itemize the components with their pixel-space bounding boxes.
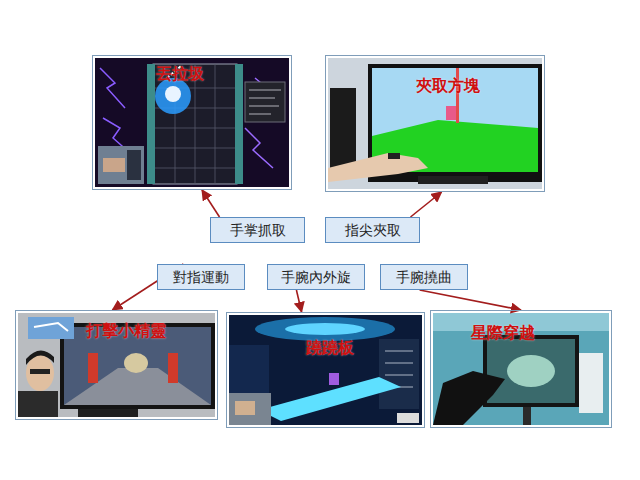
illustration-part [328,153,428,182]
illustration-part [487,339,575,403]
illustration-part [98,146,144,184]
illustration-part [372,68,538,172]
illustration-part [64,368,211,405]
illustration-part [229,393,271,425]
illustration-part [385,351,413,387]
screenshot-panel: 星際穿越 [430,310,612,428]
motion-label-box: 手腕內外旋 [267,264,365,290]
motion-label: 手腕撓曲 [396,269,452,286]
screenshot-panel: 打擊小精靈 [15,310,218,420]
screenshot-panel: 丟拉圾 [92,55,292,190]
illustration-part [507,355,555,387]
illustration-part [418,176,488,184]
motion-label: 指尖夾取 [345,222,401,239]
illustration-part [229,315,422,425]
arrow-connector [411,192,442,217]
illustration-part [483,335,579,407]
illustration-part [328,58,542,189]
illustration-part [127,150,141,180]
illustration-part [329,373,339,385]
illustration-part [523,407,531,425]
illustration-part [88,353,98,383]
illustration-part [155,64,235,184]
game-title: 星際穿越 [471,323,535,342]
illustration-part [388,153,400,159]
game-title: 夾取方塊 [416,76,480,95]
illustration-part [26,355,54,391]
illustration-part [285,323,365,335]
motion-label-box: 對指運動 [157,264,245,290]
game-title: 打擊小精靈 [86,321,166,340]
illustration-part [18,391,58,417]
motion-label-box: 手腕撓曲 [380,264,468,290]
illustration-part [95,58,289,187]
illustration-part [249,90,281,114]
illustration-part [397,413,419,423]
motion-label: 手掌抓取 [230,222,286,239]
illustration-part [124,353,148,373]
illustration-part [155,78,191,114]
illustration-part [255,317,395,341]
motion-label: 手腕內外旋 [281,269,351,286]
screenshot-panel: 夾取方塊 [325,55,545,192]
illustration-part [168,353,178,383]
illustration-part [379,339,419,409]
illustration-part [103,158,125,172]
screenshot-seesaw-game [229,315,422,425]
illustration-part [26,350,54,365]
illustration-part [245,82,285,122]
illustration-part [579,353,603,413]
game-title: 蹺蹺板 [306,338,354,357]
screenshot-panel: 蹺蹺板 [226,312,425,428]
illustration-part [100,68,130,153]
illustration-part [28,317,74,339]
arrow-connector [420,290,521,310]
illustration-part [153,64,237,184]
arrow-connector [202,190,220,217]
illustration-part [147,64,155,184]
illustration-part [18,313,215,417]
arrow-connector [296,290,301,312]
illustration-part [34,323,68,331]
illustration-part [433,313,609,425]
motion-label-box: 指尖夾取 [325,217,420,243]
illustration-part [433,371,505,425]
illustration-part [235,64,243,184]
motion-label: 對指運動 [173,269,229,286]
illustration-part [30,369,50,374]
illustration-part [165,86,181,102]
game-title: 丟拉圾 [156,64,204,83]
illustration-part [446,106,456,120]
illustration-part [330,88,356,168]
illustration-part [78,409,138,417]
motion-label-box: 手掌抓取 [210,217,305,243]
illustration-part [235,401,255,415]
